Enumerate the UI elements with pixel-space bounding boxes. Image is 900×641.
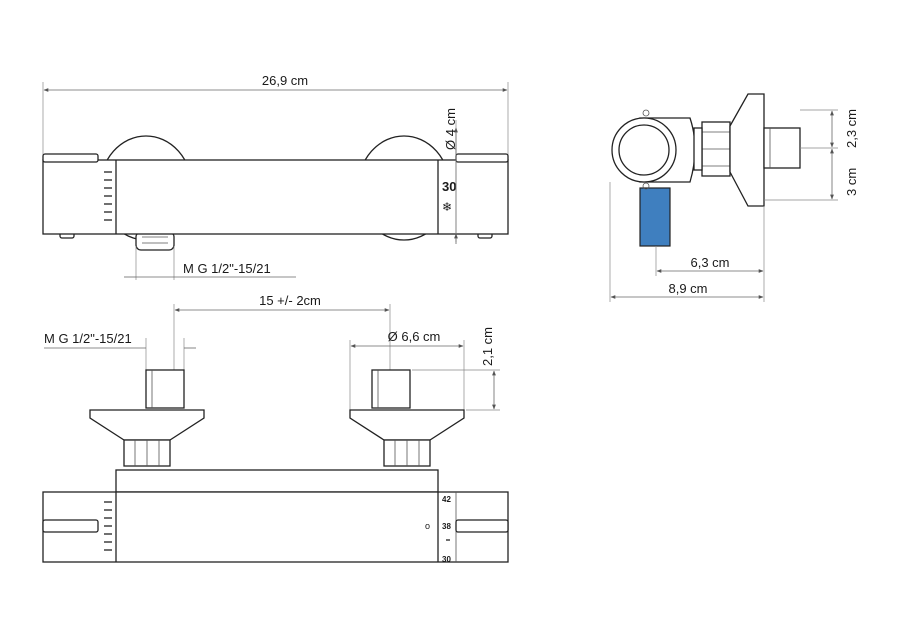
top-view: 26,9 cm 30 ❄ — [42, 73, 509, 280]
cap-left — [42, 153, 99, 163]
cap-right — [455, 153, 509, 163]
thermostat-body-front — [42, 491, 509, 563]
outlet-nozzle — [135, 231, 175, 251]
total-length-label: 26,9 cm — [262, 73, 308, 88]
spacing-label: 15 +/- 2cm — [259, 293, 321, 308]
side-depth-total-label: 8,9 cm — [668, 281, 707, 296]
cold-symbol-icon: ❄ — [442, 200, 452, 214]
bottom-thread-label: M G 1/2"-15/21 — [44, 331, 132, 346]
water-pipe — [639, 187, 671, 247]
thermostat-body-top — [42, 159, 509, 235]
nut-collar — [693, 127, 703, 171]
front-body-upper — [115, 469, 439, 493]
scale-dot-icon: o — [425, 521, 430, 531]
scale-ticks-front-left — [104, 501, 112, 551]
side-height-a-label: 2,3 cm — [844, 109, 859, 148]
side-flange — [729, 93, 765, 207]
lever-left — [42, 519, 99, 533]
flange-right — [349, 409, 465, 441]
side-knob-inner — [618, 124, 670, 176]
flange-diameter-label: Ø 6,6 cm — [388, 329, 441, 344]
front-view: 15 +/- 2cm M G 1/2"-15/21 Ø 6,6 cm 2,1 c… — [42, 293, 509, 564]
scale-38-label: 38 — [442, 522, 451, 531]
side-depth-inner-label: 6,3 cm — [690, 255, 729, 270]
scale-ticks-left — [104, 171, 112, 221]
flange-left — [89, 409, 205, 441]
connector-height-label: 2,1 cm — [480, 327, 495, 366]
side-knob-pin-top — [642, 109, 650, 117]
diameter-label: Ø 4 cm — [443, 108, 458, 150]
side-knob-pin-bottom — [642, 182, 650, 190]
temp-value: 30 — [442, 179, 456, 194]
scale-42-label: 42 — [442, 495, 451, 504]
side-view: 2,3 cm 3 cm 6,3 cm 8,9 cm — [609, 93, 859, 302]
side-connector — [763, 127, 801, 169]
side-height-b-label: 3 cm — [844, 168, 859, 196]
lever-right — [455, 519, 509, 533]
scale-30-label: 30 — [442, 555, 451, 564]
top-thread-label: M G 1/2"-15/21 — [183, 261, 271, 276]
